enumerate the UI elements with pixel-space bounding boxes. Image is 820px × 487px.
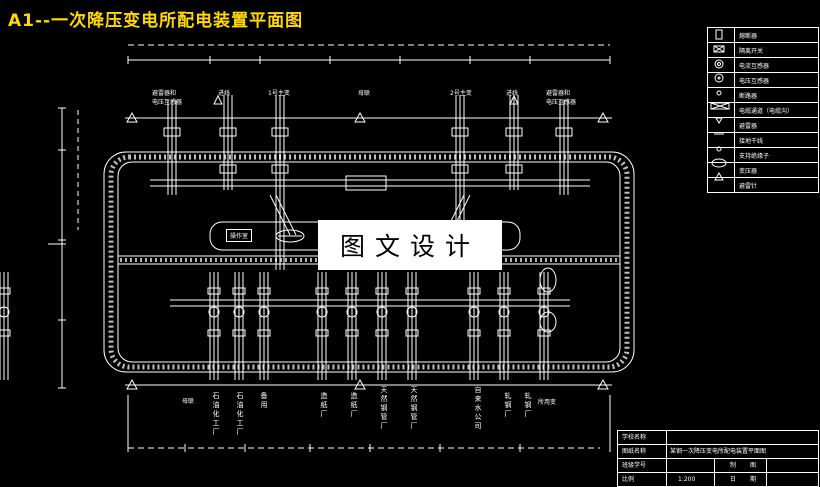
load-switch-icon [708,43,735,57]
school-label: 学校名称 [622,434,647,441]
title-block-divider [714,459,715,472]
legend-row: 变压器 [708,163,818,178]
legend-table: 熔断器 隔离开关 电流互感器 电压互感器 断路器 电缆通道（电缆沟） 避雷器 接… [707,27,819,193]
drawing-name-label: 图纸名称 [622,448,647,455]
draw-label-2: 图 [750,462,757,469]
feeder-label: 造纸厂 [320,392,328,418]
feeder-label: 造纸厂 [350,392,358,418]
label-main-transformer-1: 1号主变 [268,90,290,97]
legend-row: 隔离开关 [708,43,818,58]
title-block-divider [666,473,667,486]
title-block-divider [714,473,715,486]
title-block: 学校名称 图纸名称 某钢一次降压变电所配电装置平面图 班级学号 制 图 比例 1… [617,430,819,487]
feeder-label: 石油化工厂 [236,392,244,436]
legend-label: 变压器 [739,167,758,175]
feeder-label: 天然钢管厂 [380,386,388,430]
current-transformer-icon [708,58,735,72]
legend-row: 电压互感器 [708,73,818,88]
legend-row: 接地干线 [708,133,818,148]
transformer-icon [708,163,735,177]
scale-value: 1:200 [678,476,696,483]
label-incoming-left: 进线 [218,90,231,97]
title-block-divider [766,459,767,472]
feeder-label: 备用 [260,392,268,409]
feeder-label: 自来水公司 [474,386,482,430]
feeder-label: 母联 [182,398,195,405]
lightning-rod-icon [708,178,735,192]
legend-row: 避雷针 [708,178,818,192]
control-room-label: 操作室 [226,229,253,242]
legend-label: 避雷器 [739,122,758,130]
label-vt-right: 电压互感器 [546,99,577,106]
title-block-divider [766,473,767,486]
arrester-icon [708,118,735,132]
legend-label: 电流互感器 [739,62,770,70]
grounding-icon [708,133,735,147]
legend-row: 电流互感器 [708,58,818,73]
label-main-transformer-2: 2号主变 [450,90,472,97]
feeder-label: 石油化工厂 [212,392,220,436]
legend-row: 断路器 [708,88,818,103]
title-block-divider [666,431,667,444]
date-label: 日 [730,476,737,483]
legend-label: 接地干线 [739,137,764,145]
legend-row: 避雷器 [708,118,818,133]
top-dimensions [48,44,611,452]
date-label-2: 期 [750,476,757,483]
title-block-divider [666,445,667,458]
feeder-label: 轧钢厂 [504,392,512,418]
label-arrester-right: 避雷器和 [546,90,571,97]
fuse-icon [708,28,735,42]
label-arrester-left: 避雷器和 [152,90,177,97]
insulator-icon [708,148,735,162]
title-block-row: 比例 1:200 日 期 [618,473,818,486]
scale-label: 比例 [622,476,635,483]
legend-label: 电缆通道（电缆沟） [739,107,794,115]
legend-symbols [710,29,730,181]
legend-label: 避雷针 [739,182,758,190]
feeder-label: 天然钢管厂 [410,386,418,430]
feeder-label: 轧钢厂 [524,392,532,418]
legend-row: 电缆通道（电缆沟） [708,103,818,118]
watermark: 图文设计 [318,220,502,270]
cable-duct-icon [708,103,735,117]
title-block-row: 班级学号 制 图 [618,459,818,473]
feeder-label: 所用变 [538,399,557,406]
legend-label: 电压互感器 [739,77,770,85]
voltage-transformer-icon [708,73,735,87]
draw-label: 制 [730,462,737,469]
title-block-row: 图纸名称 某钢一次降压变电所配电装置平面图 [618,445,818,459]
breaker-icon [708,88,735,102]
yard-frame [125,111,612,390]
title-block-row: 学校名称 [618,431,818,445]
legend-label: 隔离开关 [739,47,764,55]
drawing-name-value: 某钢一次降压变电所配电装置平面图 [670,448,767,455]
legend-row: 熔断器 [708,28,818,43]
legend-row: 支持绝缘子 [708,148,818,163]
legend-label: 支持绝缘子 [739,152,770,160]
legend-label: 断路器 [739,92,758,100]
title-block-divider [666,459,667,472]
legend-label: 熔断器 [739,32,758,40]
drawing-title: A1--一次降压变电所配电装置平面图 [8,11,304,31]
class-label: 班级学号 [622,462,647,469]
label-incoming-right: 进线 [506,90,519,97]
outgoing-bays [0,267,570,381]
label-bus-tie: 母联 [358,90,371,97]
label-vt-left: 电压互感器 [152,99,183,106]
